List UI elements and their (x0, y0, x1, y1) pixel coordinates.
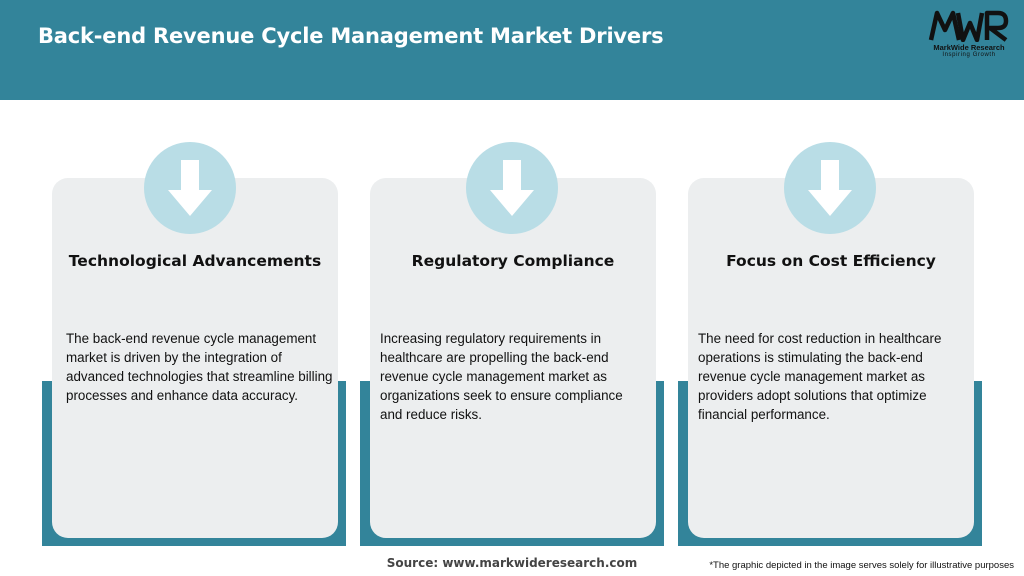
logo-name: MarkWide Research (933, 43, 1005, 52)
card-description: Increasing regulatory requirements in he… (380, 331, 623, 422)
card-description: The back-end revenue cycle management ma… (66, 331, 333, 403)
mwr-logo-icon (928, 10, 1009, 42)
driver-card-technological: Technological Advancements The back-end … (42, 142, 356, 546)
source-citation: Source: www.markwideresearch.com (386, 556, 638, 570)
arrow-down-icon (466, 142, 558, 234)
card-title: Focus on Cost Efficiency (726, 252, 936, 270)
card-title: Regulatory Compliance (411, 252, 615, 270)
header-banner: Back-end Revenue Cycle Management Market… (0, 0, 1024, 100)
card-description: The need for cost reduction in healthcar… (698, 331, 942, 422)
driver-card-regulatory: Regulatory Compliance Increasing regulat… (360, 142, 674, 546)
arrow-down-icon (144, 142, 236, 234)
disclaimer-note: *The graphic depicted in the image serve… (709, 560, 1014, 571)
arrow-down-icon (784, 142, 876, 234)
driver-card-cost-efficiency: Focus on Cost Efficiency The need for co… (678, 142, 992, 546)
card-title: Technological Advancements (68, 252, 322, 270)
logo-tagline: Inspiring Growth (942, 52, 996, 58)
card-panel: Focus on Cost Efficiency The need for co… (688, 142, 974, 538)
card-panel: Regulatory Compliance Increasing regulat… (370, 142, 656, 538)
brand-logo: MarkWide Research Inspiring Growth (924, 10, 1014, 60)
card-panel: Technological Advancements The back-end … (52, 142, 338, 538)
page-title: Back-end Revenue Cycle Management Market… (38, 24, 664, 48)
